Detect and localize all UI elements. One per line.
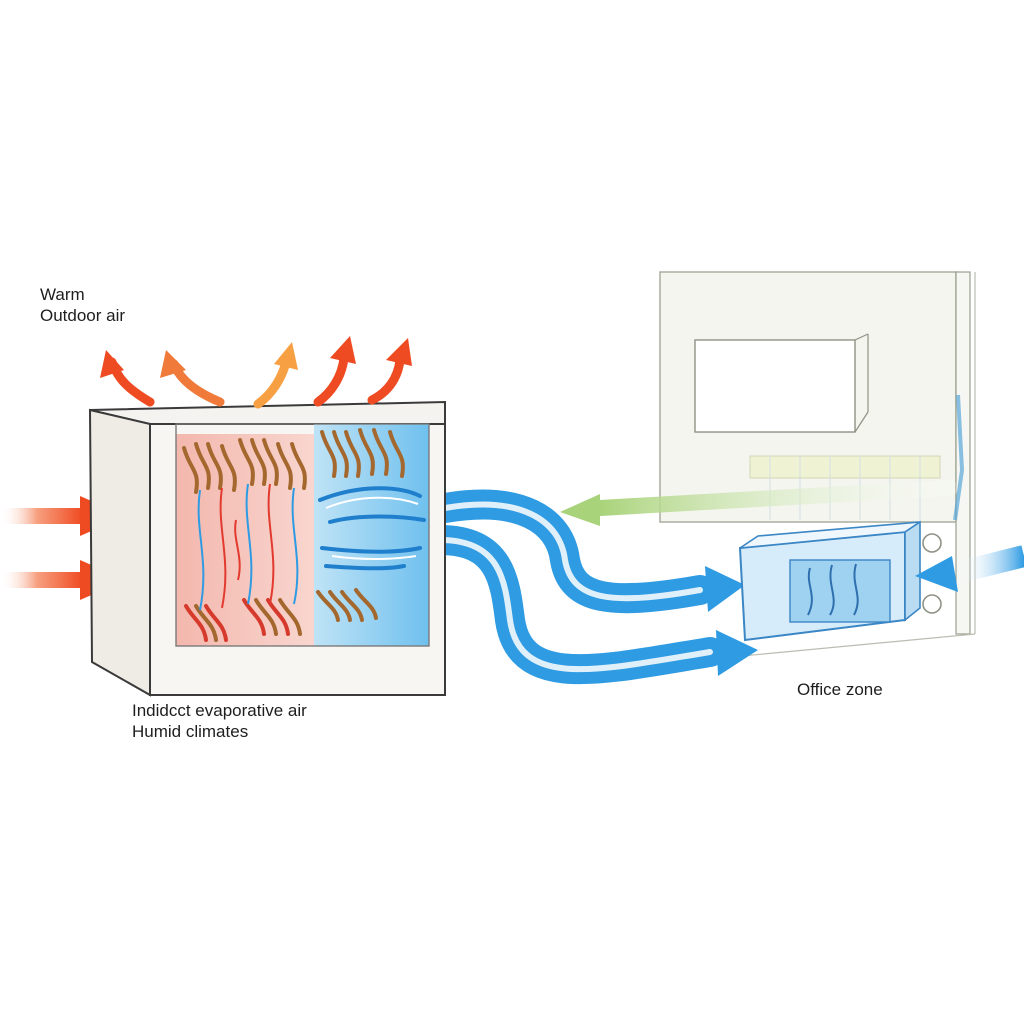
wall-outlet-icon [922, 594, 942, 614]
office-zone-label-text: Office zone [797, 680, 883, 699]
warm-outdoor-air-label: Warm Outdoor air [40, 284, 125, 326]
supply-duct-upper [430, 489, 745, 614]
curved-arrow-icon [160, 350, 186, 378]
office-window [694, 339, 856, 433]
evaporative-unit-label-line1: Indidcct evaporative air [132, 701, 307, 720]
curved-arrow-icon [386, 338, 412, 366]
evaporative-unit [88, 400, 446, 697]
office-room [659, 271, 976, 661]
warm-outdoor-air-label-line1: Warm [40, 285, 85, 304]
curved-arrow-icon [330, 336, 356, 364]
return-air-arrow [560, 480, 958, 526]
evaporative-unit-label-line2: Humid climates [132, 722, 249, 741]
ceiling-grille [749, 455, 941, 520]
office-air-handler [738, 520, 921, 642]
swirl-icon [318, 486, 426, 571]
flow-arrow-icon [560, 494, 600, 526]
hot-section [176, 434, 314, 646]
office-zone-label: Office zone [797, 679, 883, 700]
swirl-highlight [325, 496, 419, 560]
warm-air-exhaust [100, 336, 412, 409]
heat-exchanger-fins-bottom [184, 588, 378, 642]
evaporative-unit-label: Indidcct evaporative air Humid climates [132, 700, 307, 742]
flow-arrow-icon [705, 566, 745, 612]
office-window-sill [854, 333, 869, 341]
wall-drip-icon [953, 394, 965, 521]
curved-arrow-icon [274, 342, 298, 370]
supply-duct-lower [425, 525, 758, 685]
heat-exchanger-fins [182, 428, 405, 494]
flow-arrow-icon [915, 556, 958, 592]
office-inlet-arrow [915, 545, 1024, 592]
warm-outdoor-air-label-line2: Outdoor air [40, 306, 126, 325]
flow-arrow-icon [716, 630, 758, 676]
curved-arrow-icon [100, 350, 124, 378]
wall-outlet-icon [922, 533, 942, 553]
airflow-lines [197, 483, 299, 611]
office-window-sill [854, 411, 869, 433]
